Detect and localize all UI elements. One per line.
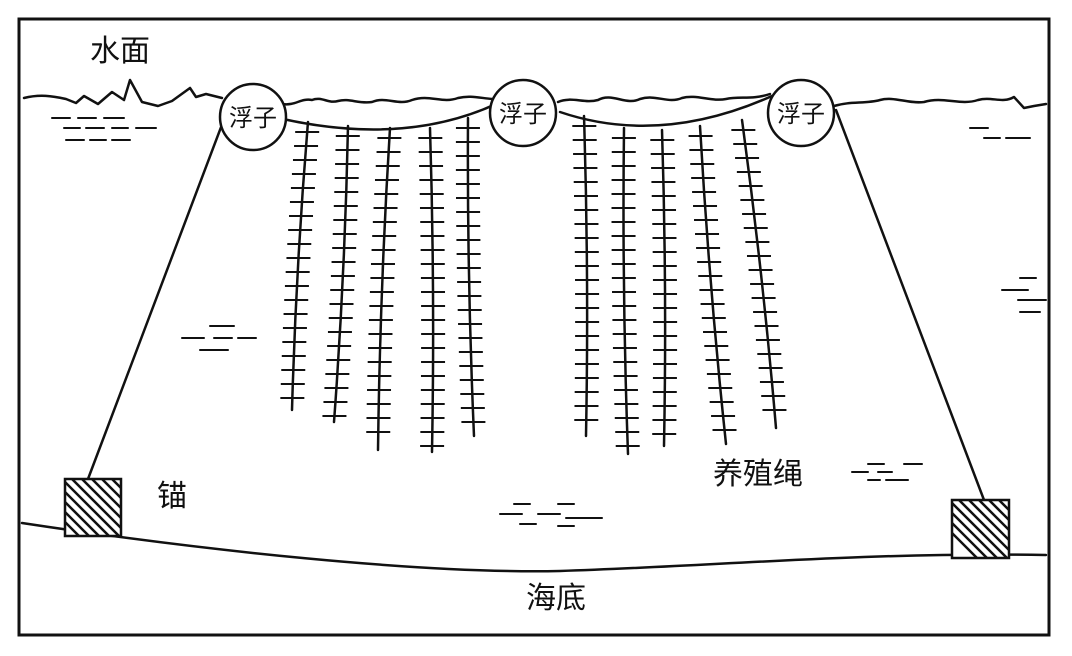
culture-rope-label: 养殖绳 [713, 457, 803, 492]
culture-ropes [280, 114, 787, 456]
culture-rope-ticks [688, 135, 737, 431]
diagram-frame [17, 17, 1051, 637]
culture-rope-ticks [322, 135, 360, 417]
culture-rope-ticks [731, 129, 787, 411]
culture-rope [332, 124, 350, 424]
float-right [766, 78, 836, 148]
culture-rope-ticks [418, 137, 446, 447]
culture-rope [376, 126, 392, 452]
culture-rope-ticks [572, 125, 600, 421]
float-label-left: 浮子 [229, 104, 277, 132]
anchor-line-left [86, 112, 228, 481]
seabed-label: 海底 [526, 581, 586, 616]
float-left [218, 82, 288, 152]
float-label-right: 浮子 [777, 100, 825, 128]
culture-rope [428, 126, 435, 454]
float-label-middle: 浮子 [499, 100, 547, 128]
culture-rope-ticks [280, 131, 320, 399]
anchor-line-right [834, 108, 986, 502]
culture-rope-ticks [611, 137, 640, 447]
culture-rope [740, 118, 778, 430]
float-middle [488, 78, 558, 148]
culture-rope [698, 124, 728, 446]
anchor-right [950, 498, 1011, 560]
culture-rope-ticks [366, 137, 402, 433]
water-surface-line [22, 78, 1048, 110]
seabed-line [20, 521, 1048, 573]
culture-rope [290, 120, 310, 412]
culture-rope-ticks [455, 127, 486, 423]
water-marks [51, 117, 1047, 527]
culture-rope [466, 116, 476, 438]
culture-rope [660, 128, 667, 448]
culture-rope-ticks [650, 139, 678, 435]
water-surface-label: 水面 [90, 34, 150, 69]
culture-rope [582, 114, 589, 438]
suspension-rope-left [268, 102, 498, 131]
anchor-left [63, 477, 123, 538]
anchor-label: 锚 [157, 479, 187, 514]
